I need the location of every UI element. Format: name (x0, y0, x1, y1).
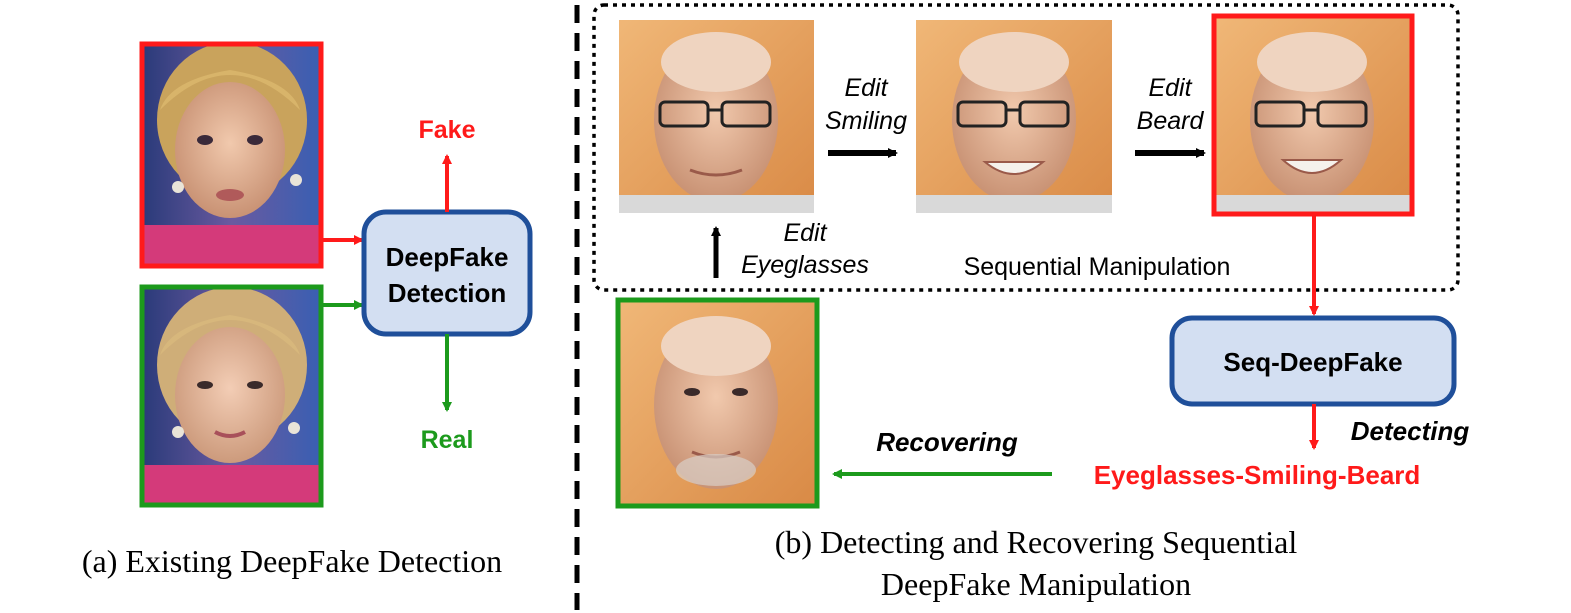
fake-label: Fake (419, 116, 476, 144)
final-fake-face-image (1216, 18, 1410, 212)
edit-smiling-label-line2: Smiling (825, 107, 907, 135)
caption-b-line1: (b) Detecting and Recovering Sequential (775, 524, 1298, 560)
deepfake-detection-box (361, 209, 533, 337)
sequential-manipulation-box (592, 3, 1460, 292)
edit-beard-label-line1: Edit (1148, 74, 1192, 102)
detector-label-line2: Detection (388, 278, 506, 308)
edit-eyeglasses-label-line2: Eyeglasses (741, 251, 869, 279)
caption-b-line2: DeepFake Manipulation (881, 566, 1191, 602)
sequence-result-label: Eyeglasses-Smiling-Beard (1094, 460, 1421, 490)
recovering-label: Recovering (876, 427, 1018, 457)
sequential-manipulation-title: Sequential Manipulation (964, 253, 1231, 281)
recovered-face-image (620, 302, 815, 504)
real-face-image (144, 287, 319, 503)
fake-face-image (144, 42, 319, 264)
edit-eyeglasses-label-line1: Edit (783, 219, 827, 247)
edit-smiling-label-line1: Edit (844, 74, 888, 102)
caption-a: (a) Existing DeepFake Detection (82, 543, 502, 579)
recovered-face-frame (615, 297, 820, 509)
original-face-image (619, 20, 814, 213)
detector-label-line1: DeepFake (386, 242, 509, 272)
fake-face-frame (139, 41, 324, 269)
detecting-label: Detecting (1351, 416, 1470, 446)
smiling-face-image (916, 20, 1112, 213)
real-label: Real (421, 426, 474, 454)
real-face-frame (139, 284, 324, 508)
seq-deepfake-label: Seq-DeepFake (1223, 347, 1402, 377)
edit-beard-label-line2: Beard (1137, 107, 1205, 135)
